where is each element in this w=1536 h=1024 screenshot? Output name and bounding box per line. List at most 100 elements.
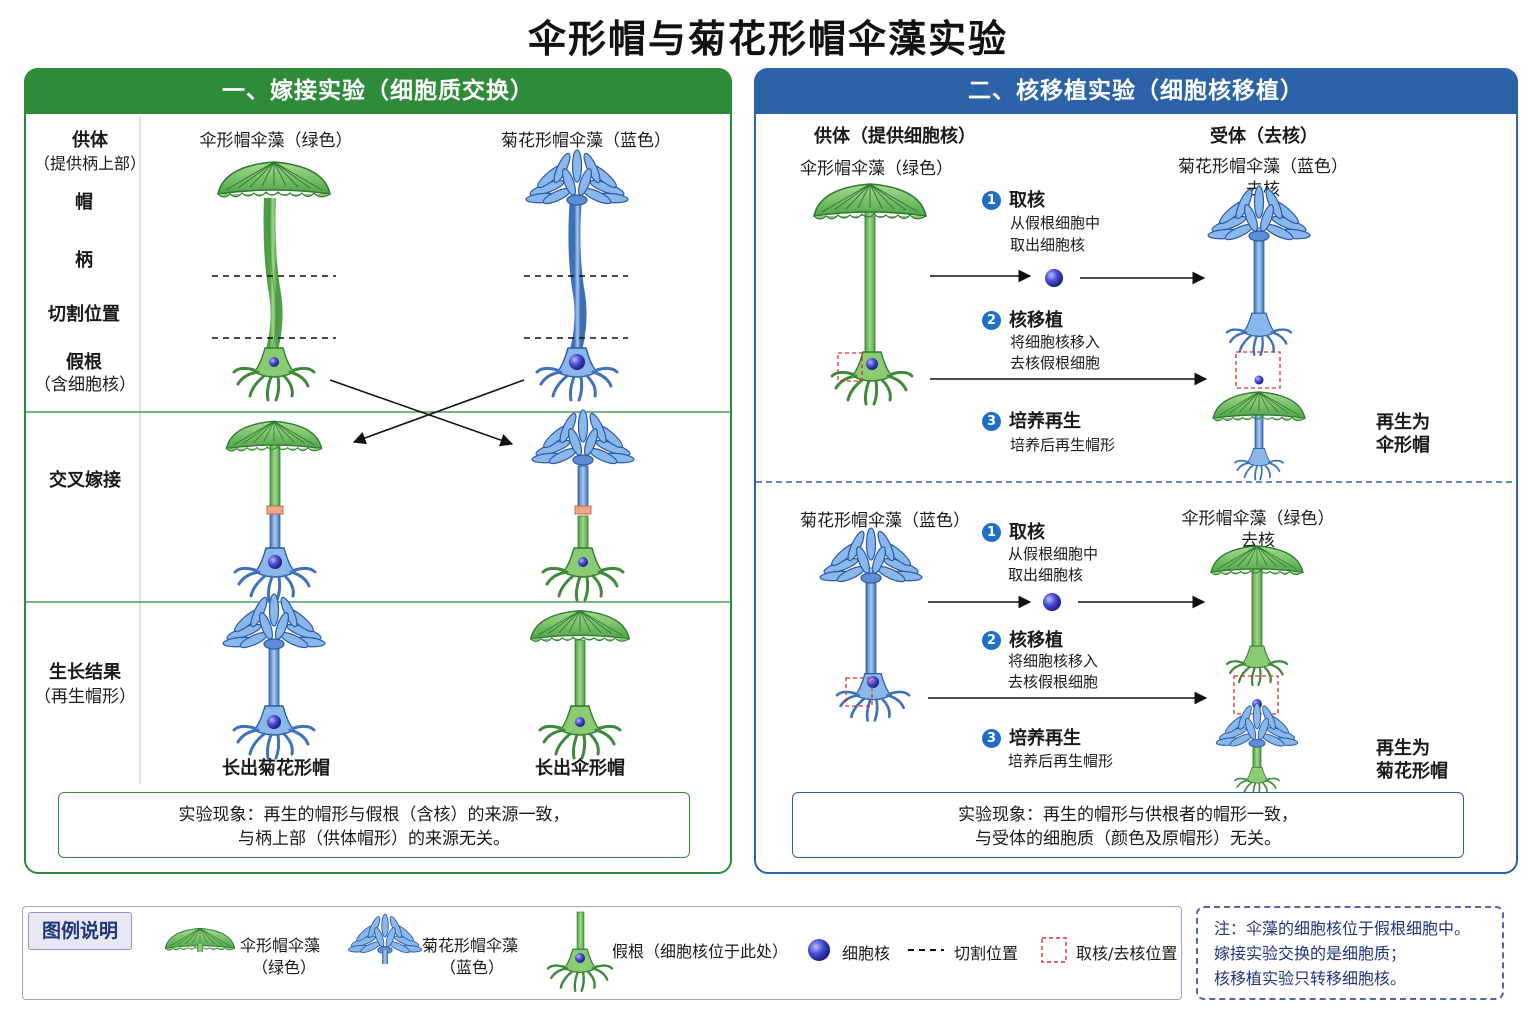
grafting-panel-header: 一、嫁接实验（细胞质交换）	[24, 68, 732, 114]
grafting-observation-line-1: 实验现象：再生的帽形与假根（含核）的来源一致，	[178, 805, 570, 825]
top-step-1-line-1: 从假根细胞中	[1010, 214, 1101, 232]
grafting-observation-box: 实验现象：再生的帽形与假根（含核）的来源一致， 与柄上部（供体帽形）的来源无关。	[58, 792, 690, 858]
step-number-icon: 1	[982, 191, 1001, 210]
legend-icons	[164, 911, 1067, 992]
nuclear-observation-line-1: 实验现象：再生的帽形与供根者的帽形一致，	[958, 805, 1298, 825]
nucleus-icon	[268, 555, 282, 569]
top-recipient-name: 菊花形帽伞藻（蓝色）	[1178, 157, 1348, 177]
label-cross-graft: 交叉嫁接	[49, 470, 121, 491]
cross-arrow-left	[352, 379, 525, 445]
step-number-icon: 2	[982, 311, 1001, 330]
top-regen-line-2: 伞形帽	[1376, 435, 1430, 456]
cross-arrow-right	[329, 379, 514, 447]
col-umbrella-algae: 伞形帽伞藻（绿色）	[199, 131, 353, 151]
result-label-umbrella: 长出伞形帽	[535, 758, 625, 779]
legend-cut-position: 切割位置	[954, 944, 1019, 963]
nucleus-icon	[569, 354, 585, 370]
grafting-observation-line-2: 与柄上部（供体帽形）的来源无关。	[238, 829, 510, 849]
graft-chrysanthemum-on-umbrella	[531, 409, 635, 602]
nucleus-icon	[808, 939, 830, 961]
top-donor-name: 伞形帽伞藻（绿色）	[800, 159, 953, 179]
nucleus-icon	[575, 717, 585, 727]
rhizoid-icon	[546, 911, 614, 992]
nucleus-icon	[578, 557, 588, 567]
nucleus-icon	[867, 676, 879, 688]
bottom-donor-name: 菊花形帽伞藻（蓝色）	[800, 511, 970, 531]
bottom-regen-line-1: 再生为	[1376, 738, 1430, 759]
label-stalk: 柄	[75, 250, 93, 271]
bottom-step-1-line-1: 从假根细胞中	[1008, 545, 1099, 563]
legend-chrysanthemum-line-2: （蓝色）	[440, 958, 505, 977]
nucleus-icon	[1045, 269, 1063, 287]
note-box: 注：伞藻的细胞核位于假根细胞中。 嫁接实验交换的是细胞质； 核移植实验只转移细胞…	[1196, 906, 1504, 1000]
grafting-grid	[26, 116, 730, 784]
label-donor-sub: （提供柄上部）	[34, 154, 147, 173]
nuclear-observation-line-2: 与受体的细胞质（颜色及原帽形）无关。	[975, 829, 1281, 849]
nucleus-icon	[1254, 375, 1264, 385]
umbrella-algae-donor	[217, 161, 331, 402]
bottom-regen-line-2: 菊花形帽	[1376, 761, 1448, 782]
note-line-1: 注：伞藻的细胞核位于假根细胞中。	[1214, 919, 1471, 938]
grafting-illustrations	[212, 149, 635, 760]
result-umbrella-cap	[530, 609, 630, 760]
legend-box	[22, 906, 1182, 1000]
chrysanthemum-algae-donor	[525, 149, 629, 402]
step-number-icon: 3	[982, 729, 1001, 748]
bottom-step-2-line-2: 去核假根细胞	[1008, 673, 1099, 691]
top-step-2-line-1: 将细胞核移入	[1010, 333, 1101, 351]
bottom-step-1-line-2: 取出细胞核	[1008, 566, 1084, 584]
top-step-2-line-2: 去核假根细胞	[1010, 354, 1101, 372]
bottom-step-2-line-1: 将细胞核移入	[1008, 652, 1099, 670]
umbrella-cap-icon	[164, 927, 236, 952]
donor-heading: 供体（提供细胞核）	[814, 126, 976, 147]
top-regenerated-umbrella	[1212, 391, 1306, 481]
removal-box-icon	[837, 352, 863, 382]
graft-umbrella-on-chrysanthemum	[225, 420, 323, 602]
page-title: 伞形帽与菊花形帽伞藻实验	[527, 17, 1008, 61]
bottom-recipient-umbrella-algae	[1210, 545, 1304, 687]
step-number-icon: 1	[982, 523, 1001, 542]
label-rhizoid: 假根	[66, 352, 102, 373]
top-donor-umbrella-algae	[813, 183, 927, 406]
legend-nucleus: 细胞核	[842, 944, 891, 963]
legend-removal-position: 取核/去核位置	[1076, 944, 1178, 963]
label-cut-position: 切割位置	[48, 304, 120, 325]
nuclear-transfer-illustrations	[813, 183, 1311, 797]
nuclear-transfer-panel-header: 二、核移植实验（细胞核移植）	[754, 68, 1518, 114]
legend-umbrella-line-1: 伞形帽伞藻	[240, 936, 321, 955]
nucleus-icon	[1043, 593, 1061, 611]
label-growth-result: 生长结果	[49, 662, 121, 683]
legend-umbrella-line-2: （绿色）	[252, 958, 317, 977]
removal-box-icon	[1235, 351, 1281, 389]
step-number-icon: 3	[982, 412, 1001, 431]
top-step-1-line-2: 取出细胞核	[1010, 236, 1086, 254]
step-number-icon: 2	[982, 631, 1001, 650]
nuclear-transfer-panel: 二、核移植实验（细胞核移植）	[754, 68, 1518, 874]
removal-box-icon	[845, 677, 873, 707]
label-donor: 供体	[72, 130, 108, 151]
removal-box-icon	[1233, 675, 1279, 715]
recipient-heading: 受体（去核）	[1210, 126, 1318, 147]
top-regen-line-1: 再生为	[1376, 412, 1430, 433]
chrysanthemum-cap-icon	[347, 913, 423, 964]
label-rhizoid-sub: （含细胞核）	[34, 375, 136, 395]
legend-chrysanthemum-line-1: 菊花形帽伞藻	[422, 936, 519, 955]
col-chrysanthemum-algae: 菊花形帽伞藻（蓝色）	[501, 131, 671, 151]
nuclear-transfer-divider	[756, 481, 1516, 483]
note-line-2: 嫁接实验交换的是细胞质；	[1214, 944, 1407, 963]
cut-lines	[212, 275, 628, 339]
legend-rhizoid: 假根（细胞核位于此处）	[612, 942, 789, 961]
bottom-donor-chrysanthemum-algae	[819, 527, 923, 722]
nucleus-icon	[866, 358, 878, 370]
removal-box-icon	[1041, 937, 1067, 963]
top-step-3-line-1: 培养后再生帽形	[1010, 436, 1116, 454]
top-recipient-chrysanthemum-algae	[1207, 185, 1311, 356]
bottom-regenerated-chrysanthemum	[1215, 702, 1299, 797]
label-cap: 帽	[75, 192, 93, 213]
